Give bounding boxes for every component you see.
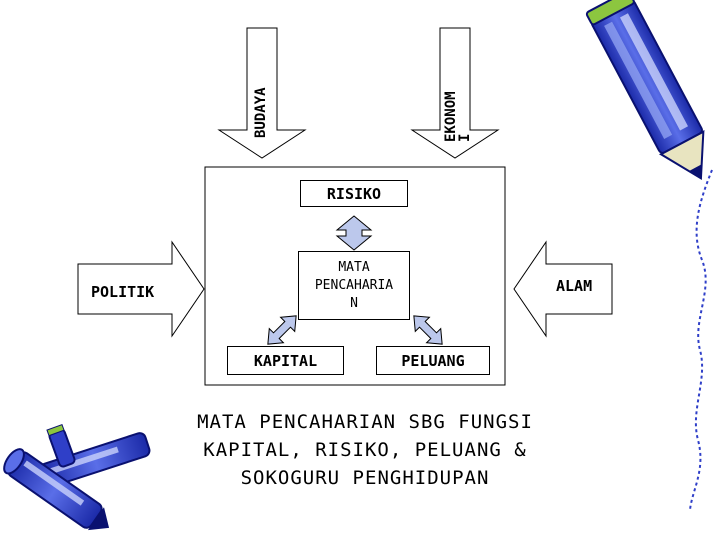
pencil-clipart-top-right <box>586 0 720 190</box>
opportunity-node: PELUANG <box>376 346 490 375</box>
budaya-label: BUDAYA <box>254 62 268 138</box>
pens-clipart-bottom-left <box>0 425 151 540</box>
center-node: MATA PENCAHARIA N <box>298 251 410 320</box>
politik-label: POLITIK <box>91 283 154 301</box>
capital-node: KAPITAL <box>227 346 344 375</box>
diagram-caption: MATA PENCAHARIAN SBG FUNGSI KAPITAL, RIS… <box>140 408 590 492</box>
ekonomi-label: EKONOM I <box>444 70 474 142</box>
risk-node: RISIKO <box>300 180 408 207</box>
wavy-line-right <box>690 170 712 510</box>
alam-label: ALAM <box>556 277 592 295</box>
